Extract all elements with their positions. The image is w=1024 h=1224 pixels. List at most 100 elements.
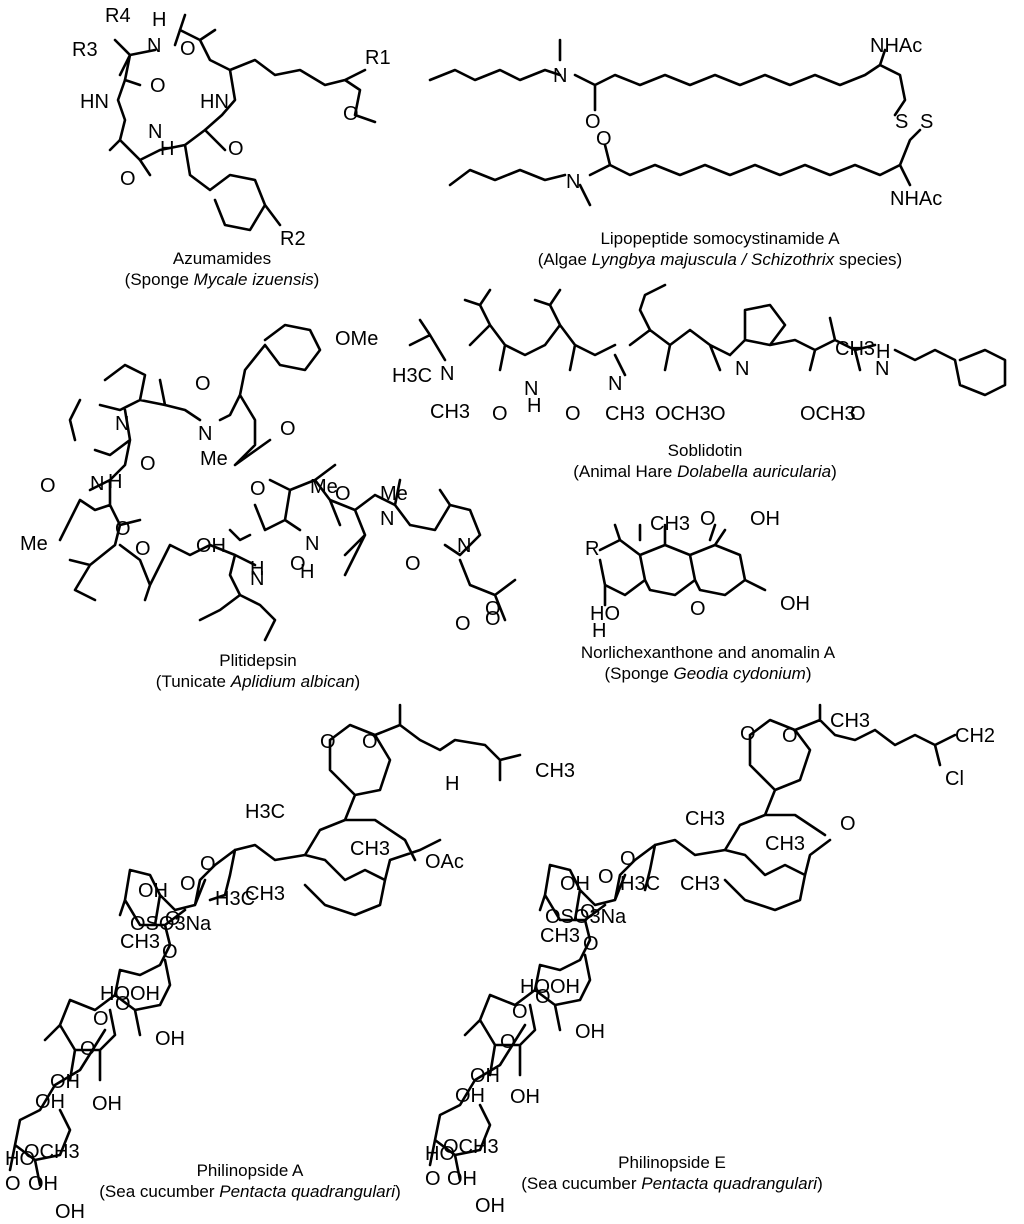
compound-name: Philinopside A [196, 1161, 304, 1180]
atom-label: O [150, 75, 166, 97]
atom-label: OH [196, 535, 226, 557]
atom-label: H3C [215, 888, 255, 910]
atom-label: OH [92, 1093, 122, 1115]
compound-name: Philinopside E [618, 1153, 726, 1172]
atom-label: OH [560, 873, 590, 895]
atom-label: O [80, 1038, 96, 1060]
atom-label: O [115, 518, 131, 540]
atom-label: O [180, 873, 196, 895]
structure-soblidotin: H3C N CH3 N H O O N CH3 OCH3 O N CH3 OCH… [392, 283, 1007, 425]
compound-source: (Sponge Mycale izuensis) [124, 270, 320, 289]
atom-label: O [362, 731, 378, 753]
atom-label: O [850, 403, 866, 425]
compound-source: (Algae Lyngbya majuscula / Schizothrix s… [537, 250, 903, 269]
compound-source: (Sponge Geodia cydonium) [604, 664, 812, 683]
atom-label: N [90, 473, 104, 495]
compound-source: (Sea cucumber Pentacta quadrangulari) [99, 1182, 401, 1201]
atom-label: O [250, 478, 266, 500]
atom-label: O [840, 813, 856, 835]
atom-label: O [165, 908, 181, 930]
atom-label: Cl [945, 768, 964, 790]
atom-label: O [740, 723, 756, 745]
structure-somocystinamide-a: N O NHAc S S O N NHAc [428, 35, 942, 210]
atom-label: CH3 [605, 403, 645, 425]
atom-label: CH3 [835, 338, 875, 360]
atom-label: HO [425, 1143, 455, 1165]
atom-label: OCH3 [443, 1136, 499, 1158]
atom-label: N [457, 535, 471, 557]
caption-norlichexanthone: Norlichexanthone and anomalin A (Sponge … [581, 642, 835, 684]
caption-soblidotin: Soblidotin (Animal Hare Dolabella auricu… [573, 440, 837, 482]
atom-label: O [512, 1001, 528, 1023]
atom-label: O [598, 866, 614, 888]
compound-name: Plitidepsin [219, 651, 297, 670]
atom-label: H [876, 341, 890, 363]
atom-label: OH [155, 1028, 185, 1050]
compound-name: Azumamides [172, 249, 272, 268]
atom-label: H [445, 773, 459, 795]
atom-label: S [920, 111, 933, 133]
caption-azumamides: Azumamides (Sponge Mycale izuensis) [125, 248, 320, 290]
atom-label: OMe [335, 328, 378, 350]
atom-label: O [120, 168, 136, 190]
atom-label: CH3 [650, 513, 690, 535]
atom-label: HO [520, 976, 550, 998]
atom-label: OH [35, 1091, 65, 1113]
atom-label: OH [575, 1021, 605, 1043]
atom-label: H [592, 620, 606, 642]
atom-label: HO [590, 603, 620, 625]
compound-name: Soblidotin [667, 441, 743, 460]
atom-label: N [553, 65, 567, 87]
atom-label: N [380, 508, 394, 530]
atom-label: O [280, 418, 296, 440]
atom-label: O [93, 1008, 109, 1030]
compound-name: Lipopeptide somocystinamide A [600, 229, 840, 248]
atom-label: H [527, 395, 541, 417]
caption-philinopside-a: Philinopside A (Sea cucumber Pentacta qu… [99, 1160, 400, 1202]
atom-label: R [585, 538, 599, 560]
atom-label: O [228, 138, 244, 160]
atom-label: CH3 [245, 883, 285, 905]
atom-label: OH [130, 983, 160, 1005]
atom-label: Me [200, 448, 228, 470]
atom-label: OCH3 [655, 403, 711, 425]
atom-label: CH3 [685, 808, 725, 830]
atom-label: O [620, 848, 636, 870]
atom-label: R2 [280, 228, 306, 250]
atom-label: N [198, 423, 212, 445]
atom-label: O [485, 598, 501, 620]
atom-label: OAc [425, 851, 464, 873]
atom-label: CH3 [680, 873, 720, 895]
atom-label: O [710, 403, 726, 425]
atom-label: HO [5, 1148, 35, 1170]
atom-label: O [5, 1173, 21, 1195]
atom-label: O [596, 128, 612, 150]
atom-label: OH [470, 1065, 500, 1087]
atom-label: O [115, 993, 131, 1015]
compound-source: (Tunicate Aplidium albican) [155, 672, 361, 691]
atom-label: OH [28, 1173, 58, 1195]
atom-label: OSO3Na [545, 906, 627, 928]
atom-label: H [152, 9, 166, 31]
atom-label: H [250, 558, 264, 580]
atom-label: OH [55, 1201, 85, 1223]
atom-label: OH [780, 593, 810, 615]
atom-label: Me [20, 533, 48, 555]
atom-label: N [440, 363, 454, 385]
atom-label: H3C [245, 801, 285, 823]
atom-label: O [690, 598, 706, 620]
atom-label: N [148, 121, 162, 143]
atom-label: HN [80, 91, 109, 113]
atom-label: CH3 [350, 838, 390, 860]
atom-label: O [455, 613, 471, 635]
atom-label: N [147, 35, 161, 57]
atom-label: O [180, 38, 196, 60]
atom-label: OH [50, 1071, 80, 1093]
atom-label: NHAc [870, 35, 922, 57]
atom-label: R1 [365, 47, 391, 69]
atom-label: H [160, 138, 174, 160]
atom-label: OCH3 [800, 403, 856, 425]
atom-label: O [585, 111, 601, 133]
atom-label: CH2 [955, 725, 995, 747]
